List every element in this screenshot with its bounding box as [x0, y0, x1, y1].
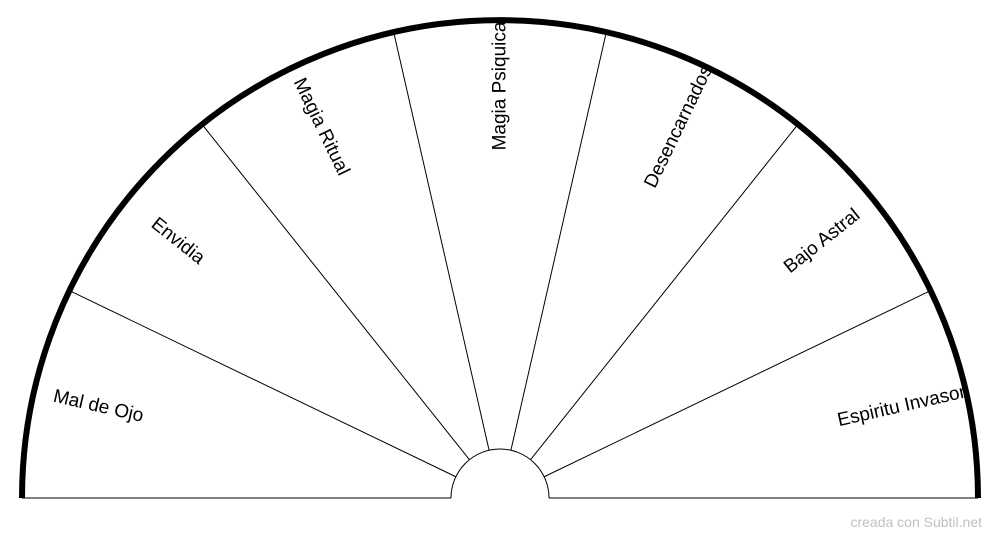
segment-divider	[69, 290, 457, 478]
segment-label: Desencarnados	[640, 62, 717, 191]
segment-label: Mal de Ojo	[51, 386, 145, 427]
segment-divider	[393, 31, 490, 451]
outer-arc	[19, 17, 981, 499]
segment-label: Magia Ritual	[289, 75, 354, 179]
segment-divider	[543, 290, 931, 478]
segment-divider	[201, 123, 470, 461]
segment-dividers	[69, 31, 931, 478]
segment-label: Envidia	[147, 213, 209, 269]
segment-divider	[510, 31, 607, 451]
segment-label: Bajo Astral	[780, 205, 864, 278]
segment-label: Magia Psiquica	[490, 21, 511, 150]
inner-hub-arc	[450, 448, 550, 499]
segment-divider	[530, 123, 799, 461]
segment-labels: Mal de Ojo Envidia Magia Ritual Magia Psiqu…	[51, 21, 968, 431]
segment-label: Espiritu Invasor	[835, 381, 968, 431]
credit-text: creada con Subtil.net	[850, 514, 982, 530]
